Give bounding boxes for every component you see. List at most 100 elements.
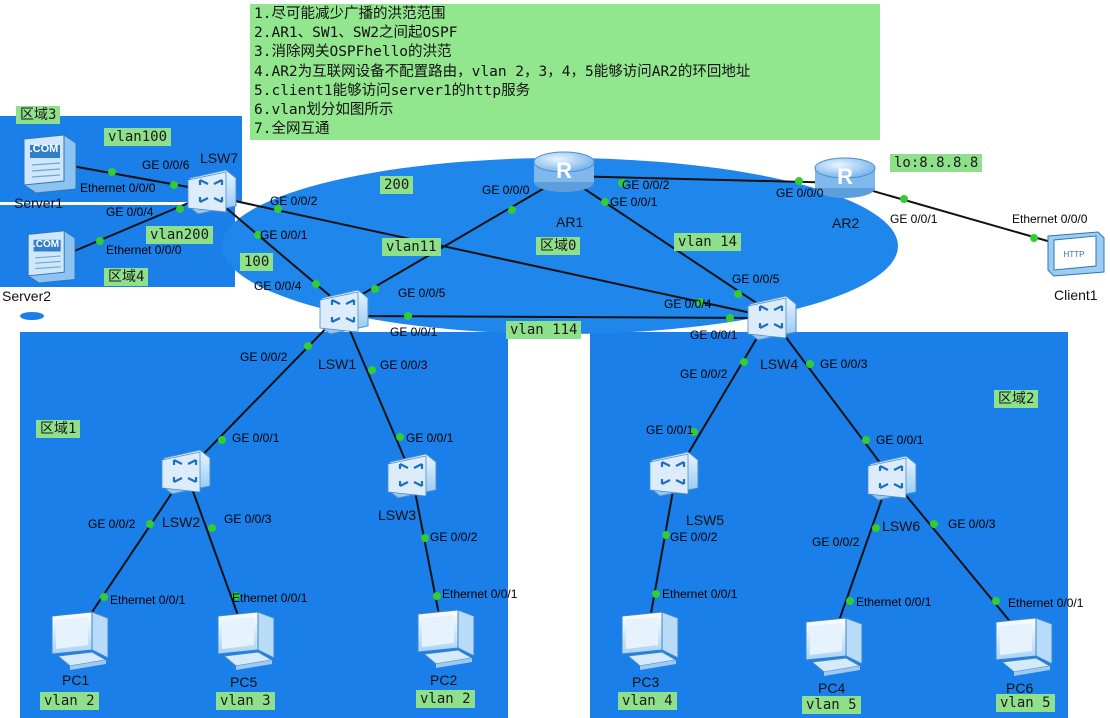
- vlan14-tag: vlan 14: [674, 233, 742, 251]
- port-label: GE 0/0/2: [240, 350, 288, 364]
- vlan200-tag: vlan200: [146, 226, 214, 244]
- ar2-label: AR2: [832, 215, 860, 231]
- requirements-note: 1.尽可能减少广播的洪范范围 2.AR1、SW1、SW2之间起OSPF 3.消除…: [250, 4, 880, 140]
- link-server1-lsw7: [71, 165, 206, 191]
- port-dot: [100, 593, 108, 601]
- lsw6-switch-icon[interactable]: [866, 454, 918, 502]
- lsw2-label: LSW2: [162, 514, 201, 530]
- links: [71, 165, 1073, 637]
- lsw3-switch-icon[interactable]: [386, 452, 438, 500]
- requirement-2: 2.AR1、SW1、SW2之间起OSPF: [254, 25, 458, 42]
- port-dot: [930, 520, 938, 528]
- link-lsw4-lsw6: [769, 315, 891, 477]
- lsw5-label: LSW5: [686, 512, 725, 528]
- port-dot: [795, 177, 803, 185]
- port-dot: [806, 360, 814, 368]
- server1-label: Server1: [14, 195, 64, 211]
- port-dot: [846, 597, 854, 605]
- port-dot: [872, 524, 880, 532]
- requirement-5: 5.client1能够访问server1的http服务: [254, 82, 531, 99]
- port-dot: [690, 428, 698, 436]
- port-label: GE 0/0/2: [88, 517, 136, 531]
- vlan200-short-tag: 200: [380, 176, 414, 194]
- port-dot: [601, 198, 609, 206]
- pc4-vlan-tag: vlan 5: [802, 696, 861, 714]
- area2-tag: 区域2: [994, 390, 1039, 408]
- port-label: GE 0/0/3: [820, 357, 868, 371]
- link-lsw1-lsw4: [341, 315, 771, 319]
- port-dot: [304, 342, 312, 350]
- link-lsw7-lsw1: [211, 195, 343, 307]
- port-label: Ethernet 0/0/1: [662, 587, 738, 601]
- port-label: GE 0/0/4: [664, 297, 712, 311]
- port-dot: [312, 280, 320, 288]
- port-label: GE 0/0/4: [106, 205, 154, 219]
- link-lsw2-pc1: [79, 471, 187, 631]
- lsw7-switch-icon[interactable]: [186, 168, 238, 216]
- port-dot: [146, 520, 154, 528]
- lsw4-label: LSW4: [760, 356, 799, 372]
- area1-tag: 区域1: [36, 420, 81, 438]
- lsw5-switch-icon[interactable]: [648, 450, 700, 498]
- port-dot: [1030, 234, 1038, 242]
- port-label: GE 0/0/2: [812, 535, 860, 549]
- server2-label: Server2: [2, 288, 52, 304]
- port-label: GE 0/0/2: [270, 194, 318, 208]
- client1-badge: HTTP: [1064, 250, 1085, 259]
- port-dot: [254, 231, 262, 239]
- vlan100-tag: vlan100: [104, 128, 172, 146]
- port-label: GE 0/0/2: [622, 178, 670, 192]
- pc5-vlan-tag: vlan 3: [216, 692, 275, 710]
- port-label: Ethernet 0/0/1: [110, 593, 186, 607]
- port-label: GE 0/0/1: [232, 431, 280, 445]
- port-label: Ethernet 0/0/1: [856, 595, 932, 609]
- port-dot: [662, 531, 670, 539]
- port-label: GE 0/0/2: [680, 367, 728, 381]
- pc3-label: PC3: [632, 674, 660, 690]
- port-label: GE 0/0/3: [380, 358, 428, 372]
- client1-icon[interactable]: [1047, 231, 1105, 277]
- port-dot: [176, 205, 184, 213]
- ar2-router-icon[interactable]: [814, 157, 876, 199]
- port-dot: [274, 205, 282, 213]
- port-dot: [421, 534, 429, 542]
- port-dot: [862, 436, 870, 444]
- port-label: GE 0/0/5: [398, 286, 446, 300]
- requirement-7: 7.全网互通: [254, 121, 330, 138]
- port-label: Ethernet 0/0/0: [106, 243, 182, 257]
- port-label: GE 0/0/5: [732, 272, 780, 286]
- port-dot: [371, 285, 379, 293]
- requirement-1: 1.尽可能减少广播的洪范范围: [254, 6, 446, 22]
- port-dot: [232, 592, 240, 600]
- port-label: GE 0/0/4: [254, 279, 302, 293]
- port-label: GE 0/0/1: [406, 431, 454, 445]
- ar1-router-icon[interactable]: [533, 151, 595, 193]
- port-label: GE 0/0/3: [224, 512, 272, 526]
- lsw4-switch-icon[interactable]: [746, 294, 798, 342]
- port-dot: [508, 206, 516, 214]
- lsw1-switch-icon[interactable]: [318, 288, 370, 336]
- port-label: Ethernet 0/0/0: [80, 181, 156, 195]
- port-label: GE 0/0/1: [260, 228, 308, 242]
- port-label: Ethernet 0/0/0: [1012, 212, 1088, 226]
- vlan100-short-tag: 100: [240, 253, 274, 271]
- requirement-3: 3.消除网关OSPFhello的洪范: [254, 44, 452, 61]
- lsw7-label: LSW7: [200, 150, 239, 166]
- port-label: GE 0/0/1: [610, 195, 658, 209]
- link-lsw1-lsw2: [185, 311, 343, 473]
- port-dot: [734, 290, 742, 298]
- port-dot: [218, 436, 226, 444]
- port-dot: [696, 298, 704, 306]
- port-label: Ethernet 0/0/1: [442, 587, 518, 601]
- port-dots: [96, 168, 1038, 605]
- port-dot: [208, 524, 216, 532]
- port-dot: [618, 179, 626, 187]
- vlan11-tag: vlan11: [382, 238, 441, 256]
- link-lsw4-lsw5: [675, 315, 771, 475]
- pc1-vlan-tag: vlan 2: [40, 692, 99, 710]
- ar1-label: AR1: [556, 214, 584, 230]
- pc6-label: PC6: [1006, 680, 1034, 696]
- lsw2-switch-icon[interactable]: [160, 448, 212, 496]
- link-lsw6-pc4: [834, 475, 891, 633]
- link-server2-lsw7: [71, 195, 206, 253]
